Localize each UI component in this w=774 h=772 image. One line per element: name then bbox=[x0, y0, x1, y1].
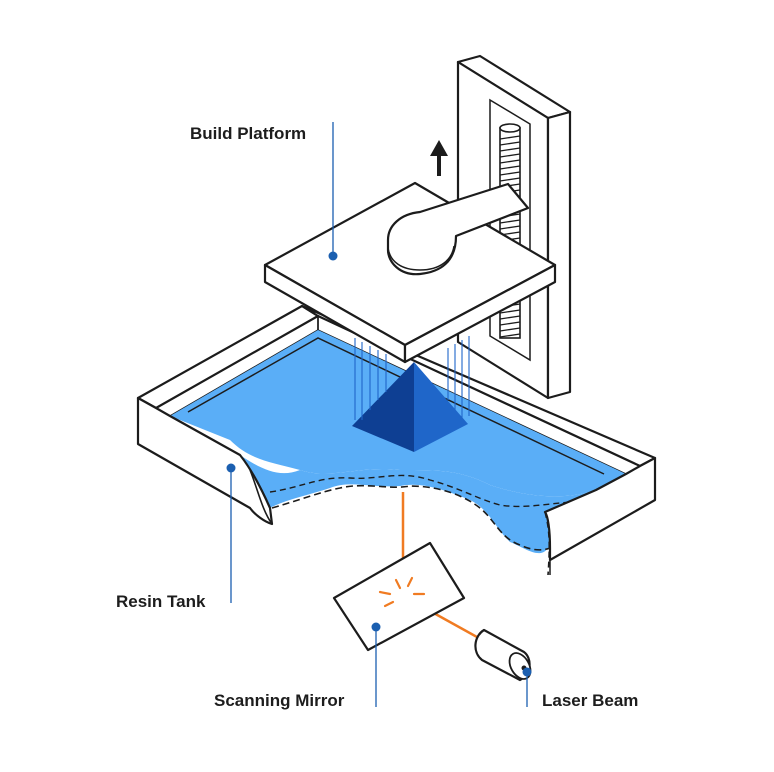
printed-part bbox=[352, 336, 470, 452]
label-laser-beam: Laser Beam bbox=[542, 691, 638, 710]
resin-cutaway bbox=[240, 455, 596, 554]
label-build-platform: Build Platform bbox=[190, 124, 306, 143]
build-platform bbox=[263, 181, 557, 364]
leader-lines bbox=[226, 122, 532, 707]
scanning-mirror bbox=[332, 541, 466, 652]
label-scanning-mirror: Scanning Mirror bbox=[214, 691, 345, 710]
label-resin-tank: Resin Tank bbox=[116, 592, 206, 611]
up-arrow-icon bbox=[430, 140, 448, 176]
